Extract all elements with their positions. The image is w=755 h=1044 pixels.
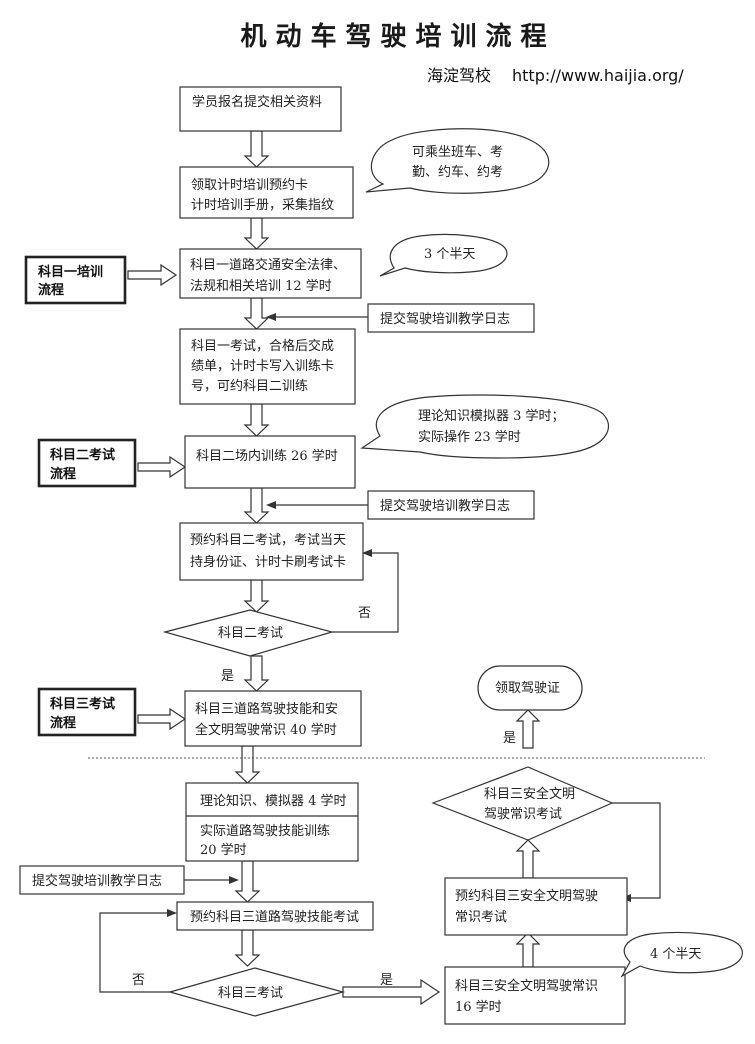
label-no: 否: [358, 606, 371, 621]
decision-text-d3: 驾驶常识考试: [484, 807, 562, 822]
step-box-s7: [184, 690, 362, 747]
step-box-s2: [179, 166, 354, 219]
arrow-right: [342, 978, 441, 1006]
callout-text-c4: 4 个半天: [650, 947, 701, 962]
arrow-down: [243, 403, 270, 437]
arrow-down: [243, 487, 270, 524]
callout-text-c2: 3 个半天: [424, 247, 475, 262]
callout-text-c3: 理论知识模拟器 3 学时；: [418, 408, 565, 424]
callout-c4: [620, 931, 743, 978]
step-text-s4: 绩单，计时卡写入训练卡: [191, 359, 334, 374]
brand-name: 海淀驾校: [427, 66, 491, 85]
step-box-s4: [179, 328, 356, 405]
callout-text-c3: 实际操作 23 学时: [418, 429, 521, 445]
arrow-down: [243, 217, 270, 250]
step-text-s11: 预约科目三安全文明驾驶: [455, 888, 598, 904]
arrowhead: [167, 909, 177, 917]
side-label-box: [24, 255, 127, 305]
step-box-s12: [477, 665, 583, 711]
step-text-s8a: 理论知识、模拟器 4 学时: [200, 793, 347, 809]
log-box-l1: [367, 303, 535, 333]
log-text-l1: 提交驾驶培训教学日志: [380, 311, 510, 327]
step-text-s11: 常识考试: [455, 910, 507, 925]
callout-c2: [379, 233, 508, 277]
step-text-s10: 16 学时: [455, 999, 502, 1015]
decision-text-d1: 科目二考试: [218, 626, 283, 641]
arrow-down: [243, 130, 270, 168]
arrow-up: [515, 709, 541, 749]
side-label-k2: 流程: [50, 466, 76, 482]
arrowhead: [362, 549, 372, 557]
arrow-right: [127, 263, 178, 287]
step-box-s8: [185, 782, 359, 862]
label-yes: 是: [503, 731, 516, 746]
loop-line-no: [99, 912, 170, 993]
brand-url[interactable]: http://www.haijia.org/: [512, 66, 684, 85]
step-text-s8b: 实际道路驾驶技能训练: [200, 823, 330, 839]
arrow-right: [137, 455, 187, 479]
arrow-right: [137, 707, 187, 731]
step-box-s1: [179, 86, 342, 132]
loop-line-no: [332, 552, 399, 633]
step-text-s6: 持身份证、计时卡刷考试卡: [190, 554, 346, 570]
callout-c1: [365, 128, 550, 194]
log-box-l2: [367, 490, 535, 520]
side-label-k3: 流程: [50, 715, 76, 731]
side-label-k3: 科目三考试: [50, 696, 115, 712]
callout-text-c1: 勤、约车、约考: [412, 164, 503, 180]
side-label-k1: 流程: [38, 282, 64, 298]
label-no: 否: [132, 973, 145, 988]
arrow-down: [234, 929, 261, 967]
callout-c3: [360, 394, 610, 459]
decision-d3: [431, 766, 614, 841]
arrow-down: [243, 655, 270, 692]
log-text-l3: 提交驾驶培训教学日志: [32, 873, 162, 889]
step-text-s6: 预约科目二考试，考试当天: [190, 533, 346, 548]
arrow-down: [234, 860, 261, 903]
step-box-s9: [176, 901, 374, 931]
step-text-s10: 科目三安全文明驾驶常识: [455, 978, 598, 994]
step-text-s1: 学员报名提交相关资料: [192, 94, 322, 110]
step-text-s9: 预约科目三道路驾驶技能考试: [190, 909, 359, 925]
decision-text-d2: 科目三考试: [218, 986, 283, 1001]
side-label-k2: 科目二考试: [50, 447, 115, 463]
arrow-up: [515, 932, 541, 968]
step-text-s8b: 20 学时: [200, 842, 247, 858]
arrow-down: [243, 579, 270, 613]
step-text-s3: 科目一道路交通安全法律、: [190, 257, 346, 273]
side-label-box: [37, 687, 137, 737]
step-box-s3: [179, 248, 362, 299]
label-yes: 是: [221, 669, 234, 684]
step-text-s2: 领取计时培训预约卡: [191, 177, 308, 193]
step-text-s3: 法规和相关培训 12 学时: [190, 278, 332, 294]
step-box-s10: [444, 966, 626, 1025]
step-text-s4: 科目一考试，合格后交成: [191, 338, 334, 354]
step-text-s7: 全文明驾驶常识 40 学时: [195, 722, 337, 738]
step-box-s5: [184, 435, 356, 489]
arrowhead: [266, 313, 276, 321]
step-text-s5: 科目二场内训练 26 学时: [196, 448, 338, 464]
step-text-s2: 计时培训手册，采集指纹: [191, 197, 334, 213]
page-title: 机动车驾驶培训流程: [240, 21, 555, 52]
step-text-s4: 号，可约科目二训练: [191, 379, 308, 394]
callout-text-c1: 可乘坐班车、考: [412, 144, 503, 160]
decision-d2: [167, 967, 346, 1017]
side-label-k1: 科目一培训: [38, 264, 103, 280]
log-box-l3: [19, 865, 185, 895]
side-label-box: [37, 438, 137, 488]
step-text-s7: 科目三道路驾驶技能和安: [195, 701, 338, 717]
label-yes: 是: [380, 973, 393, 988]
log-text-l2: 提交驾驶培训教学日志: [380, 498, 510, 514]
step-box-s11: [444, 877, 628, 936]
arrow-down: [234, 745, 261, 784]
step-text-s12: 领取驾驶证: [495, 681, 560, 696]
decision-d1: [162, 609, 335, 657]
arrowhead: [229, 876, 239, 884]
loop-line-no: [612, 802, 661, 899]
decision-text-d3: 科目三安全文明: [484, 786, 575, 802]
arrow-up: [515, 839, 541, 879]
step-box-s6: [179, 522, 364, 581]
arrowhead: [266, 501, 276, 509]
arrow-down: [243, 297, 270, 330]
